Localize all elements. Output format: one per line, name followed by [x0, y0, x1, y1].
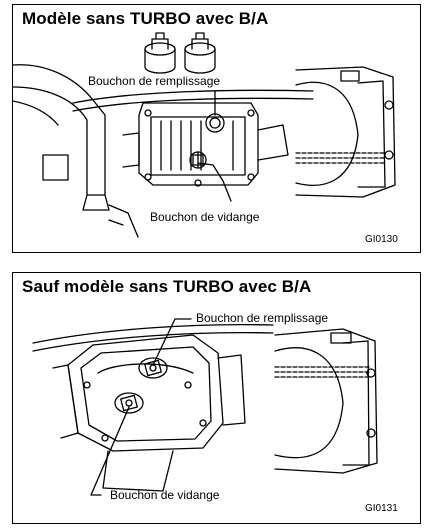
filler-plug-label: Bouchon de remplissage — [196, 311, 329, 325]
drain-plug-icon — [114, 392, 144, 414]
spare-plugs-icon — [144, 32, 216, 74]
differential-illustration-2 — [32, 318, 378, 496]
filler-plug-label: Bouchon de remplissage — [88, 74, 221, 88]
filler-plug-icon — [138, 357, 168, 379]
drain-plug-label: Bouchon de vidange — [150, 210, 260, 224]
diagram-panel-2: Sauf modèle sans TURBO avec B/A Bouchon … — [12, 272, 421, 524]
transmission-inset-icon — [274, 328, 378, 474]
drain-plug-label: Bouchon de vidange — [110, 488, 220, 502]
transmission-inset-icon — [295, 66, 396, 198]
figure-code: GI0131 — [365, 503, 398, 514]
panel-title: Sauf modèle sans TURBO avec B/A — [22, 277, 312, 296]
differential-housing-icon — [122, 102, 289, 187]
diagram-panel-1: Modèle sans TURBO avec B/A Bouchon de re… — [12, 4, 421, 253]
differential-illustration-1 — [13, 32, 396, 238]
exhaust-pipe-icon — [13, 64, 110, 211]
figure-code: GI0130 — [365, 234, 398, 245]
panel-title: Modèle sans TURBO avec B/A — [22, 9, 269, 28]
